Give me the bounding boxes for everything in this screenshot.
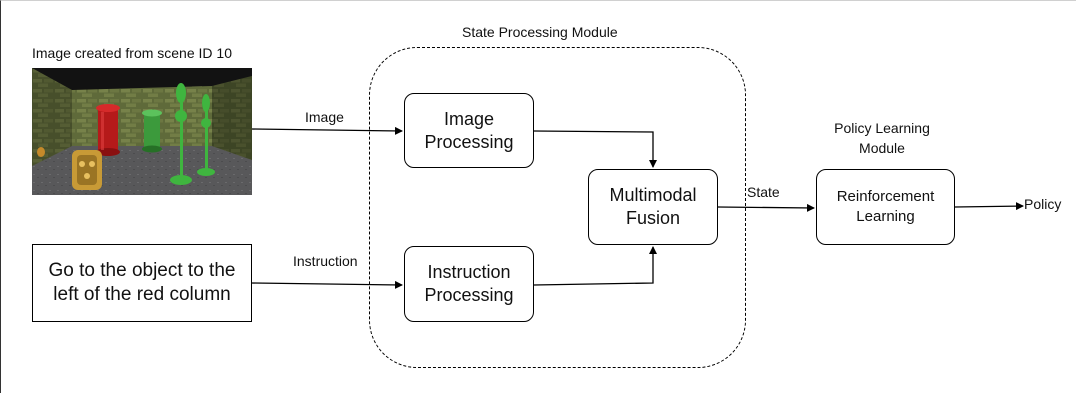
instruction-processing-label: Instruction Processing bbox=[424, 262, 514, 305]
image-processing-box: Image Processing bbox=[404, 93, 534, 168]
multimodal-fusion-label: Multimodal Fusion bbox=[609, 185, 697, 228]
instruction-edge-label: Instruction bbox=[293, 253, 358, 269]
reinforcement-learning-label: Reinforcement Learning bbox=[836, 188, 935, 225]
instruction-to-fusion-arrow bbox=[533, 246, 657, 286]
instruction-processing-box: Instruction Processing bbox=[404, 246, 534, 322]
instruction-text-box: Go to the object to the left of the red … bbox=[32, 244, 252, 322]
image-caption: Image created from scene ID 10 bbox=[32, 45, 232, 61]
state-arrow bbox=[717, 203, 815, 212]
policy-output-label: Policy bbox=[1024, 196, 1062, 212]
image-to-fusion-arrow bbox=[533, 130, 657, 168]
multimodal-fusion-box: Multimodal Fusion bbox=[588, 169, 718, 245]
image-processing-label: Image Processing bbox=[424, 108, 514, 152]
policy-arrow bbox=[954, 202, 1024, 211]
policy-learning-module-label: Policy Learning Module bbox=[834, 120, 930, 156]
instruction-arrow bbox=[251, 280, 403, 289]
image-edge-label: Image bbox=[305, 109, 344, 125]
state-processing-module-label: State Processing Module bbox=[462, 24, 618, 40]
reinforcement-learning-box: Reinforcement Learning bbox=[816, 169, 955, 245]
image-arrow bbox=[251, 126, 403, 135]
instruction-text: Go to the object to the left of the red … bbox=[48, 260, 236, 305]
scene-image bbox=[32, 68, 252, 195]
state-edge-label: State bbox=[747, 184, 780, 200]
